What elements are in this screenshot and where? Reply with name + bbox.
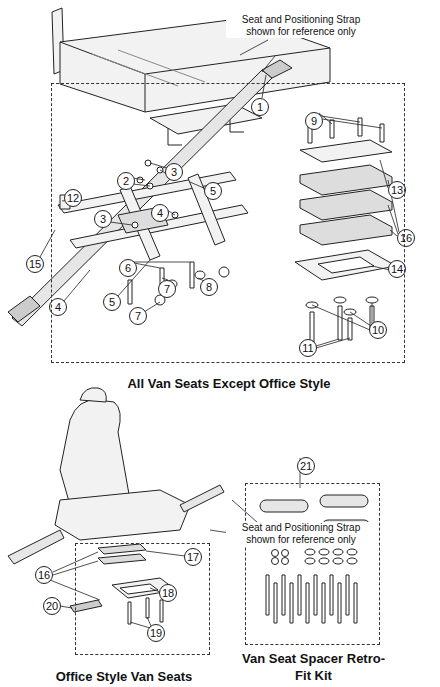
callout-number: 20 <box>42 599 62 613</box>
washer <box>333 558 343 564</box>
bolt <box>266 575 269 615</box>
spacer <box>300 215 392 245</box>
group-title: Office Style Van Seats <box>4 668 244 685</box>
bolt <box>290 583 293 623</box>
group-title: All Van Seats Except Office Style <box>52 375 406 392</box>
washer <box>319 558 329 564</box>
callout-number: 12 <box>63 191 83 205</box>
washer <box>333 549 343 555</box>
callout-number: 8 <box>199 280 219 294</box>
callout-number: 7 <box>157 282 177 296</box>
washer <box>305 558 315 564</box>
dashed-group-box: Van Seat Spacer Retro-Fit Kit <box>245 483 380 645</box>
office-seat-back <box>60 400 130 505</box>
callout-number: 9 <box>304 114 324 128</box>
washer <box>347 549 357 555</box>
bolt <box>330 575 333 615</box>
callout-number: 2 <box>116 174 136 188</box>
leader-lines <box>40 40 399 628</box>
callout-number: 5 <box>203 184 223 198</box>
spacer-kit <box>260 495 370 623</box>
spacer-pad <box>260 500 308 512</box>
callout-number: 13 <box>387 183 407 197</box>
reference-note: Seat and Positioning Strap shown for ref… <box>226 14 376 38</box>
callout-number: 3 <box>164 165 184 179</box>
callout-number: 7 <box>128 309 148 323</box>
callout-number: 5 <box>102 295 122 309</box>
washer <box>319 549 329 555</box>
spacer-plate <box>300 140 392 162</box>
callout-number: 4 <box>150 206 170 220</box>
nut <box>282 550 289 557</box>
reference-note: Seat and Positioning Strap shown for ref… <box>226 522 376 546</box>
bolt <box>274 583 277 623</box>
bolt <box>338 583 341 623</box>
bolt <box>322 583 325 623</box>
washer <box>305 549 315 555</box>
mount-plate <box>295 250 396 280</box>
callout-number: 21 <box>296 459 316 473</box>
spacer-pad <box>320 495 368 507</box>
callout-number: 4 <box>48 300 68 314</box>
callout-number: 10 <box>368 323 388 337</box>
bolt <box>346 575 349 615</box>
nut <box>272 550 279 557</box>
bolt <box>298 575 301 615</box>
nut <box>282 558 289 565</box>
callout-number: 11 <box>298 341 318 355</box>
callout-number: 6 <box>118 261 138 275</box>
callout-number: 15 <box>25 257 45 271</box>
bolt <box>354 583 357 623</box>
spacer <box>300 190 392 220</box>
callout-number: 17 <box>183 550 203 564</box>
washer <box>347 558 357 564</box>
callout-number: 14 <box>387 262 407 276</box>
callout-number: 16 <box>396 231 416 245</box>
bolt <box>306 583 309 623</box>
callout-number: 19 <box>146 626 166 640</box>
callout-number: 16 <box>34 568 54 582</box>
callout-number: 3 <box>93 212 113 226</box>
group-title: Van Seat Spacer Retro-Fit Kit <box>236 650 391 684</box>
callout-number: 18 <box>158 586 178 600</box>
spacer <box>300 165 392 195</box>
office-seat-cushion <box>55 490 190 540</box>
bolt <box>314 575 317 615</box>
nut <box>272 558 279 565</box>
bolt <box>282 575 285 615</box>
callout-number: 1 <box>250 100 270 114</box>
